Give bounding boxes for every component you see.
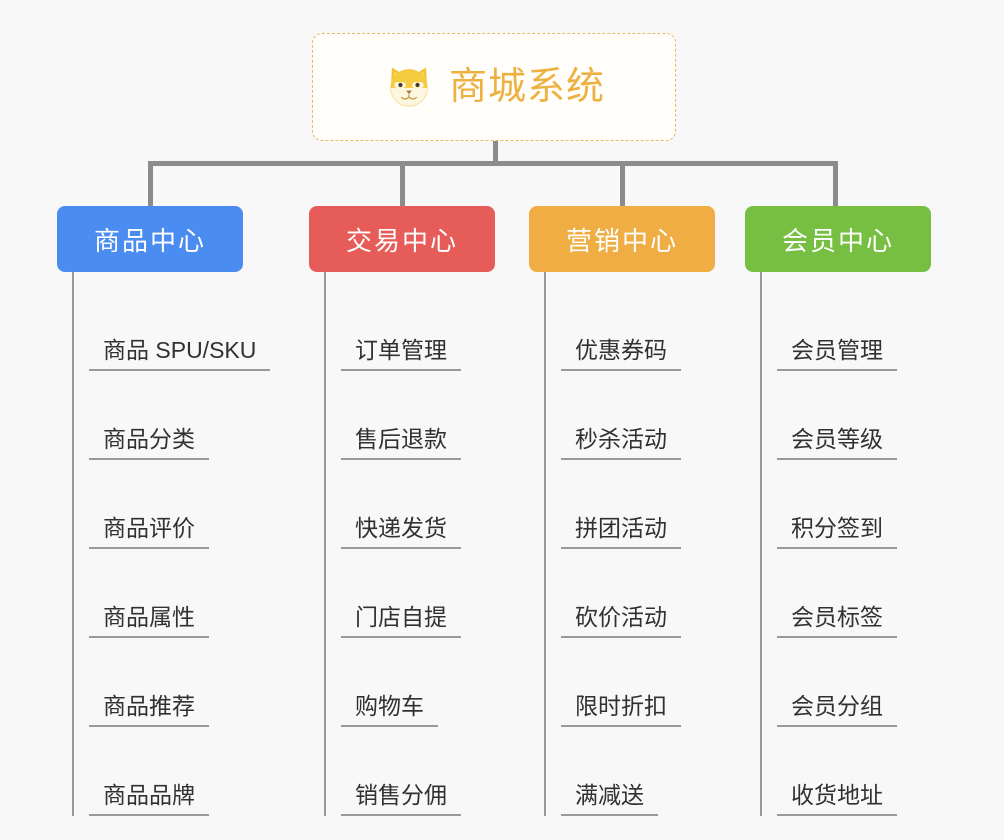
leaf-list-product-center: 商品 SPU/SKU 商品分类 商品评价 商品属性 商品推荐 商品品牌 [72, 272, 271, 816]
root-node-title: 商城系统 [448, 66, 605, 108]
list-item-label: 会员标签 [777, 604, 897, 638]
shiba-dog-face-icon [383, 61, 435, 113]
category-header-marketing-center[interactable]: 营销中心 [529, 206, 715, 272]
list-item[interactable]: 快递发货 [341, 460, 495, 549]
category-header-label: 会员中心 [781, 225, 894, 256]
list-item-label: 门店自提 [341, 604, 461, 638]
list-item-label: 限时折扣 [561, 693, 681, 727]
list-item[interactable]: 商品品牌 [89, 727, 270, 816]
connector-branch-drop-4 [833, 161, 838, 208]
list-item[interactable]: 会员等级 [777, 371, 931, 460]
connector-branch-drop-1 [148, 161, 153, 208]
category-header-trade-center[interactable]: 交易中心 [309, 206, 495, 272]
list-item[interactable]: 商品推荐 [89, 638, 270, 727]
list-item-label: 拼团活动 [561, 515, 681, 549]
list-item-label: 销售分佣 [341, 782, 461, 816]
list-item-label: 商品品牌 [89, 782, 209, 816]
list-item-label: 商品分类 [89, 426, 209, 460]
category-header-product-center[interactable]: 商品中心 [57, 206, 243, 272]
list-item-label: 商品评价 [89, 515, 209, 549]
list-item[interactable]: 秒杀活动 [561, 371, 715, 460]
list-item[interactable]: 会员分组 [777, 638, 931, 727]
column-product-center: 商品中心 商品 SPU/SKU 商品分类 商品评价 商品属性 商品推荐 商品品牌 [57, 206, 271, 816]
leaf-list-trade-center: 订单管理 售后退款 快递发货 门店自提 购物车 销售分佣 [324, 272, 495, 816]
root-node-mall-system[interactable]: 商城系统 [312, 33, 676, 141]
column-trade-center: 交易中心 订单管理 售后退款 快递发货 门店自提 购物车 销售分佣 [309, 206, 495, 816]
list-item-label: 商品 SPU/SKU [89, 337, 271, 371]
list-item[interactable]: 商品评价 [89, 460, 270, 549]
list-item-label: 收货地址 [777, 782, 897, 816]
category-header-label: 营销中心 [565, 225, 678, 256]
list-item-label: 商品属性 [89, 604, 209, 638]
list-item[interactable]: 售后退款 [341, 371, 495, 460]
list-item-label: 购物车 [341, 693, 438, 727]
list-item-label: 砍价活动 [561, 604, 681, 638]
column-marketing-center: 营销中心 优惠券码 秒杀活动 拼团活动 砍价活动 限时折扣 满减送 [529, 206, 715, 816]
list-item[interactable]: 销售分佣 [341, 727, 495, 816]
list-item[interactable]: 优惠券码 [561, 282, 715, 371]
connector-root-drop [493, 141, 498, 165]
list-item[interactable]: 砍价活动 [561, 549, 715, 638]
list-item[interactable]: 门店自提 [341, 549, 495, 638]
list-item-label: 积分签到 [777, 515, 897, 549]
list-item-label: 满减送 [561, 782, 658, 816]
list-item[interactable]: 收货地址 [777, 727, 931, 816]
category-header-label: 交易中心 [345, 225, 458, 256]
list-item[interactable]: 商品 SPU/SKU [89, 282, 271, 371]
column-member-center: 会员中心 会员管理 会员等级 积分签到 会员标签 会员分组 收货地址 [745, 206, 931, 816]
list-item-label: 订单管理 [341, 337, 461, 371]
category-header-member-center[interactable]: 会员中心 [745, 206, 931, 272]
list-item-label: 会员分组 [777, 693, 897, 727]
category-header-label: 商品中心 [93, 225, 206, 256]
list-item[interactable]: 订单管理 [341, 282, 495, 371]
leaf-list-marketing-center: 优惠券码 秒杀活动 拼团活动 砍价活动 限时折扣 满减送 [544, 272, 715, 816]
connector-branch-drop-2 [400, 161, 405, 208]
list-item-label: 秒杀活动 [561, 426, 681, 460]
list-item[interactable]: 满减送 [561, 727, 715, 816]
list-item[interactable]: 限时折扣 [561, 638, 715, 727]
list-item-label: 会员等级 [777, 426, 897, 460]
list-item-label: 快递发货 [341, 515, 461, 549]
leaf-list-member-center: 会员管理 会员等级 积分签到 会员标签 会员分组 收货地址 [760, 272, 931, 816]
list-item-label: 优惠券码 [561, 337, 681, 371]
list-item[interactable]: 拼团活动 [561, 460, 715, 549]
list-item[interactable]: 商品属性 [89, 549, 270, 638]
list-item[interactable]: 积分签到 [777, 460, 931, 549]
list-item-label: 商品推荐 [89, 693, 209, 727]
list-item[interactable]: 会员标签 [777, 549, 931, 638]
list-item[interactable]: 会员管理 [777, 282, 931, 371]
list-item-label: 会员管理 [777, 337, 897, 371]
list-item[interactable]: 购物车 [341, 638, 495, 727]
connector-branch-drop-3 [620, 161, 625, 208]
list-item[interactable]: 商品分类 [89, 371, 270, 460]
list-item-label: 售后退款 [341, 426, 461, 460]
connector-horizontal-bar [148, 161, 838, 166]
